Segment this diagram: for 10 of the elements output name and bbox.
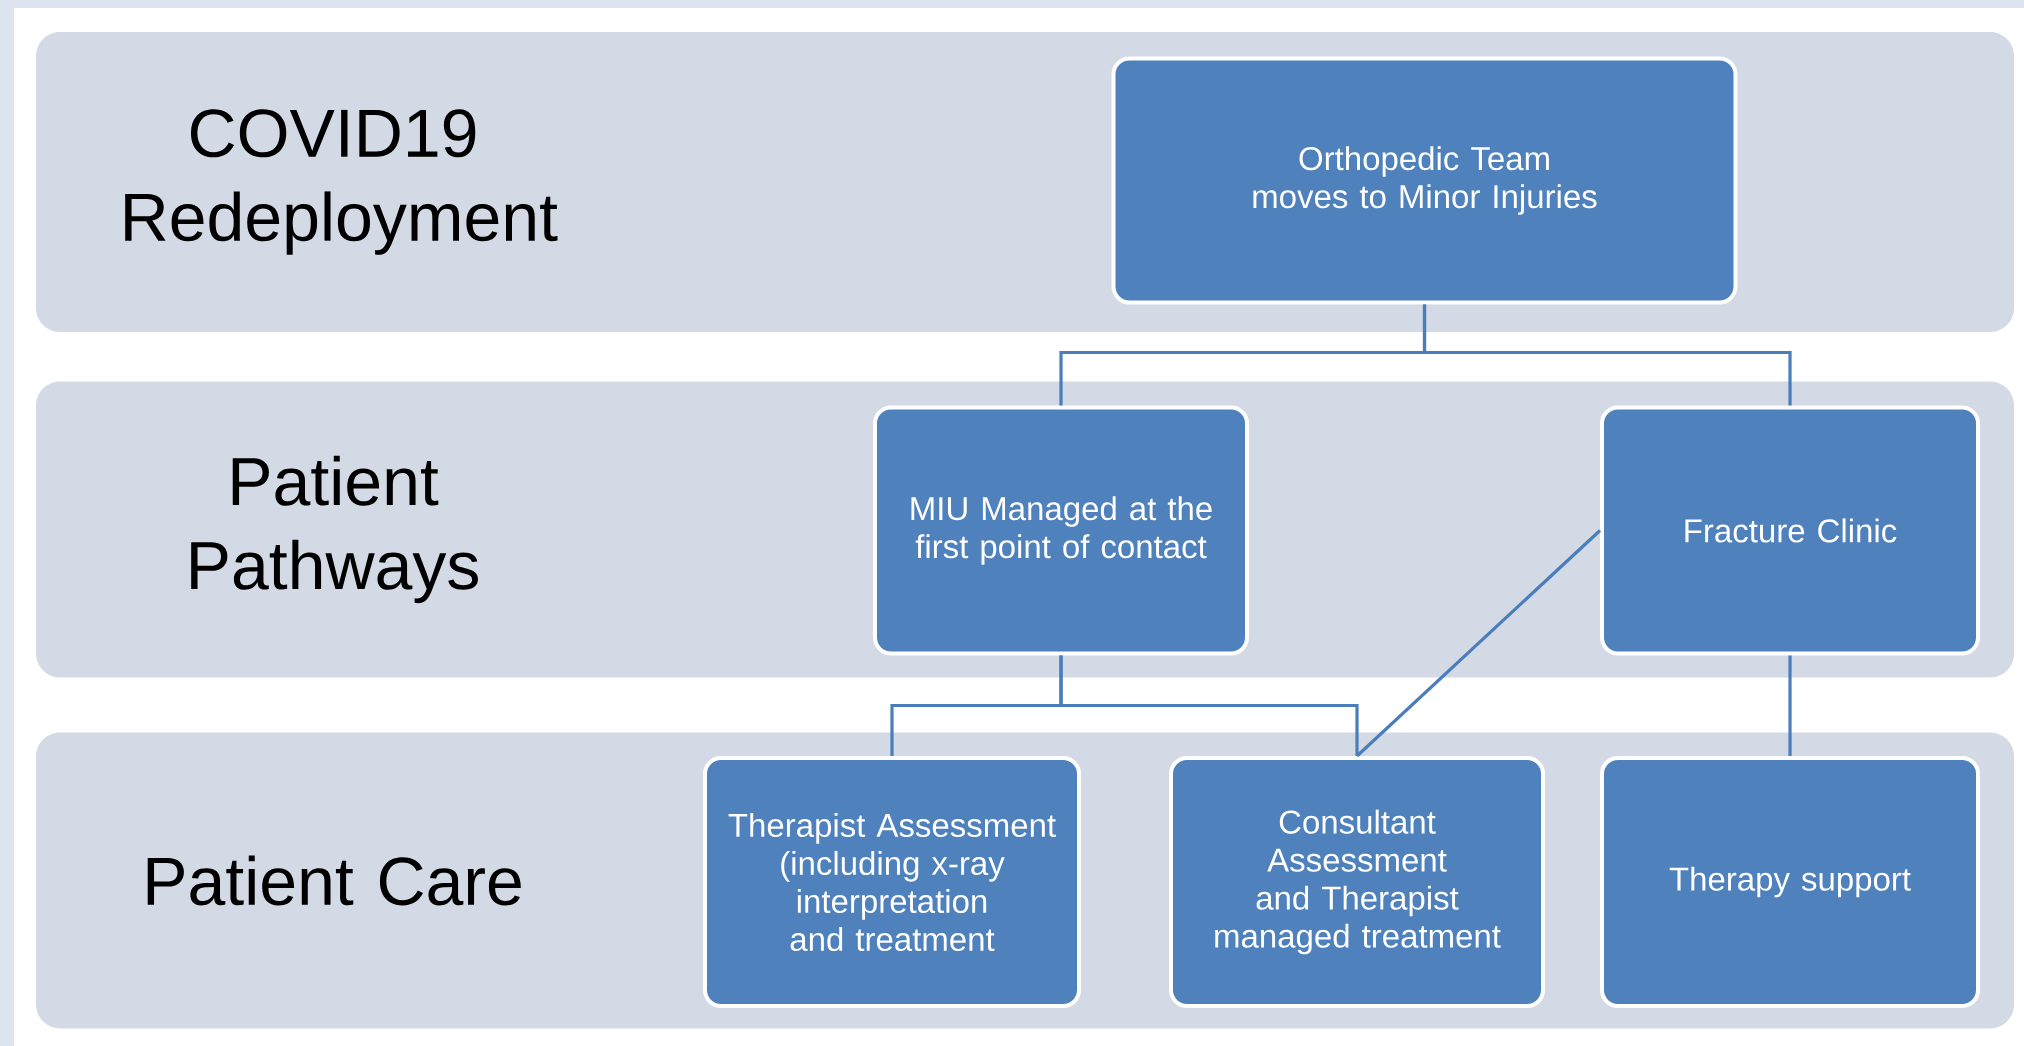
process-box: Consultant Assessment and Therapist managed treatment bbox=[1169, 756, 1545, 1008]
process-box: Orthopedic Team moves to Minor Injuries bbox=[1111, 56, 1738, 305]
process-box: Therapist Assessment (including x-ray interpretation and treatment bbox=[703, 756, 1081, 1008]
connector bbox=[1355, 529, 1602, 758]
connector bbox=[1788, 655, 1792, 756]
connector bbox=[1422, 304, 1792, 406]
process-box: Fracture Clinic bbox=[1600, 405, 1980, 656]
process-box: MIU Managed at the first point of contact bbox=[873, 405, 1249, 656]
process-box: Therapy support bbox=[1600, 756, 1980, 1008]
connector bbox=[1059, 655, 1359, 756]
